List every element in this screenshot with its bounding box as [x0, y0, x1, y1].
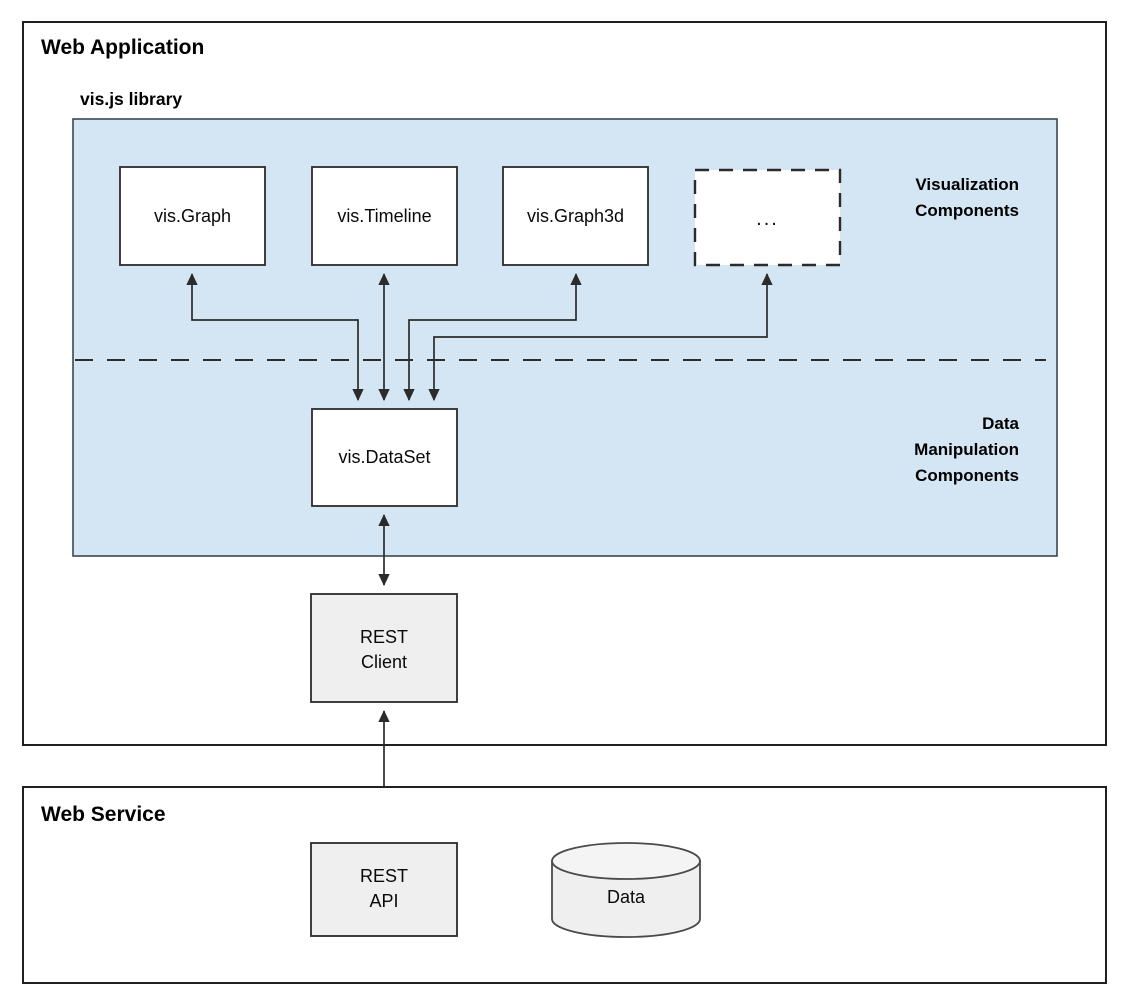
- visualization-components-label-line1: Visualization: [915, 175, 1019, 194]
- node-rest-client[interactable]: REST Client: [310, 593, 458, 703]
- node-vis-timeline-label: vis.Timeline: [337, 206, 431, 226]
- visualization-components-label-line2: Components: [915, 201, 1019, 220]
- node-vis-graph3d[interactable]: vis.Graph3d: [502, 166, 649, 266]
- connector-dataset-visgraph: [186, 272, 364, 402]
- vis-js-library-title: vis.js library: [80, 89, 182, 109]
- node-rest-api-box[interactable]: [310, 842, 458, 937]
- visualization-components-label: Visualization Components: [915, 175, 1019, 220]
- data-manipulation-label-line2: Manipulation: [914, 440, 1019, 459]
- node-rest-client-label-line1: REST: [360, 627, 408, 647]
- data-manipulation-components-label: Data Manipulation Components: [914, 414, 1019, 485]
- node-rest-api[interactable]: REST API: [310, 842, 458, 937]
- web-application-title: Web Application: [41, 36, 204, 59]
- node-more-components-box[interactable]: [693, 168, 842, 267]
- node-vis-graph[interactable]: vis.Graph: [119, 166, 266, 266]
- node-vis-graph-label: vis.Graph: [154, 206, 231, 226]
- data-manipulation-label-line1: Data: [982, 414, 1019, 433]
- node-vis-timeline-box[interactable]: [311, 166, 458, 266]
- node-rest-api-label-line1: REST: [360, 866, 408, 886]
- node-vis-timeline[interactable]: vis.Timeline: [311, 166, 458, 266]
- node-rest-client-label-line2: Client: [361, 652, 407, 672]
- node-vis-dataset-label: vis.DataSet: [338, 447, 430, 467]
- node-more-components[interactable]: ...: [693, 168, 842, 267]
- data-cylinder-top: [551, 842, 701, 880]
- node-data-store-label: Data: [607, 887, 646, 907]
- node-vis-graph-box[interactable]: [119, 166, 266, 266]
- web-service-title: Web Service: [41, 803, 166, 826]
- node-rest-client-box[interactable]: [310, 593, 458, 703]
- data-cylinder-body[interactable]: [551, 860, 701, 938]
- node-vis-graph3d-label: vis.Graph3d: [527, 206, 624, 226]
- node-data-store[interactable]: Data: [551, 842, 701, 938]
- node-vis-graph3d-box[interactable]: [502, 166, 649, 266]
- data-manipulation-label-line3: Components: [915, 466, 1019, 485]
- node-vis-dataset[interactable]: vis.DataSet: [311, 408, 458, 507]
- node-vis-dataset-box[interactable]: [311, 408, 458, 507]
- node-more-components-label: ...: [756, 208, 779, 230]
- connector-dataset-more-components: [428, 272, 773, 402]
- node-rest-api-label-line2: API: [369, 891, 398, 911]
